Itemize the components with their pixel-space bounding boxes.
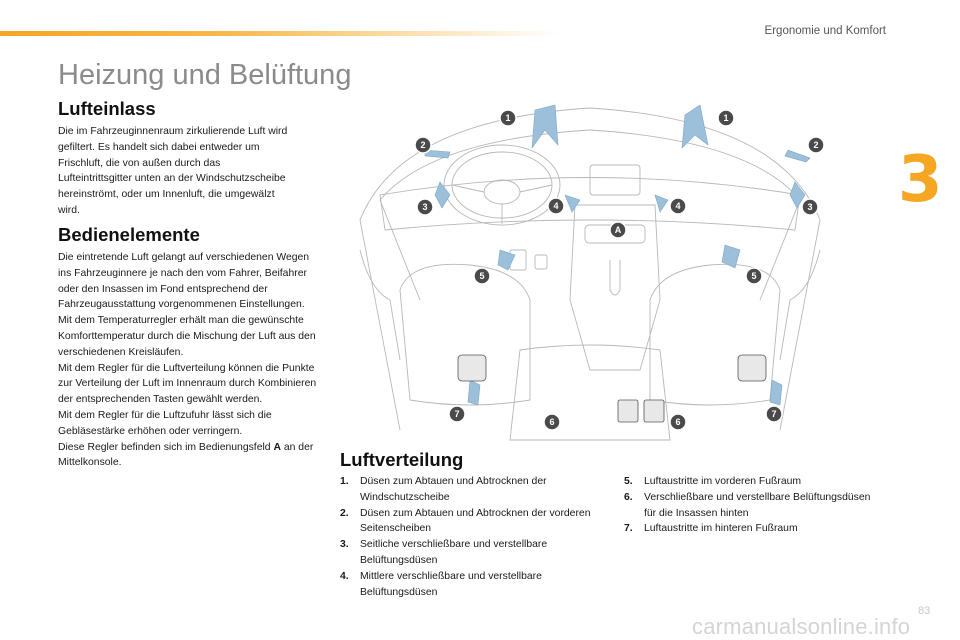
arrow-4-right <box>654 194 669 213</box>
watermark: carmanualsonline.info <box>692 614 911 639</box>
svg-text:A: A <box>615 225 622 235</box>
item-text: Seitliche verschließbare und verstellbar… <box>360 539 548 566</box>
callout-2-right: 2 <box>807 136 825 154</box>
arrow-7-left <box>467 379 481 406</box>
svg-text:1: 1 <box>723 113 728 123</box>
arrow-2-right <box>784 149 811 163</box>
callout-4-right: 4 <box>669 197 687 215</box>
item-number: 4. <box>340 570 349 582</box>
svg-text:7: 7 <box>771 409 776 419</box>
luftverteilung-list-left: 1. Düsen zum Abtauen und Abtrocknen der W… <box>340 474 602 600</box>
chapter-number: 3 <box>898 143 943 217</box>
svg-text:2: 2 <box>813 140 818 150</box>
panel-label-a: A <box>273 441 281 453</box>
heading-lufteinlass: Lufteinlass <box>58 98 156 119</box>
rear-floor-vent-left <box>457 354 487 382</box>
svg-text:5: 5 <box>479 271 484 281</box>
arrow-3-right <box>789 181 806 209</box>
callout-5-right: 5 <box>745 267 763 285</box>
luftverteilung-list-right: 5. Luftaustritte im vorderen Fußraum 6. Ve… <box>624 474 874 537</box>
item-text: Mittlere verschließbare und verstellbare… <box>360 570 542 598</box>
item-text: Düsen zum Abtauen und Abtrocknen der Win… <box>360 476 547 503</box>
p5-start: Diese Regler befinden sich im Bedienungs… <box>58 441 274 453</box>
bedienelemente-text: Die eintretende Luft gelangt auf verschi… <box>58 250 320 471</box>
callout-6-right: 6 <box>669 413 687 431</box>
air-flow-arrows <box>424 104 811 406</box>
arrow-5-right <box>721 244 741 269</box>
rear-vent-6-left <box>617 399 639 423</box>
arrow-3-left <box>434 181 451 209</box>
item-text: Luftaustritte im hinteren Fußraum <box>644 523 798 535</box>
lufteinlass-text: Die im Fahrzeuginnenraum zirkulierende L… <box>58 124 290 219</box>
cabin-outline <box>359 107 821 441</box>
page-title: Heizung und Belüftung <box>58 59 352 91</box>
arrow-5-left <box>497 249 516 271</box>
item-text: Verschließbare und verstellbare Belüftun… <box>644 491 871 519</box>
header-accent-bar <box>0 31 560 36</box>
bedienelemente-p2: Mit dem Temperaturregler erhält man die … <box>58 315 316 358</box>
item-number: 5. <box>624 476 633 487</box>
svg-text:1: 1 <box>505 113 510 123</box>
svg-text:6: 6 <box>549 417 554 427</box>
callout-3-left: 3 <box>416 198 434 216</box>
svg-text:4: 4 <box>675 201 680 211</box>
lufteinlass-paragraph: Die im Fahrzeuginnenraum zirkulierende L… <box>58 126 288 216</box>
callout-5-left: 5 <box>473 267 491 285</box>
list-item: 5. Luftaustritte im vorderen Fußraum <box>624 474 874 490</box>
list-item: 6. Verschließbare und verstellbare Belüft… <box>624 490 874 522</box>
svg-text:2: 2 <box>420 140 425 150</box>
rear-vents <box>457 354 767 423</box>
list-item: 2. Düsen zum Abtauen und Abtrocknen der v… <box>340 506 602 538</box>
callout-7-left: 7 <box>448 405 466 423</box>
item-text: Düsen zum Abtauen und Abtrocknen der vor… <box>360 507 591 535</box>
cabin-ventilation-diagram: 1 1 2 2 3 3 4 4 5 5 6 6 7 7 A <box>359 104 825 441</box>
item-number: 3. <box>340 539 349 551</box>
arrow-1-left <box>531 104 559 150</box>
arrow-1-right <box>681 104 709 149</box>
callout-7-right: 7 <box>765 405 783 423</box>
svg-text:3: 3 <box>422 202 427 212</box>
item-number: 2. <box>340 507 349 519</box>
callout-4-left: 4 <box>547 197 565 215</box>
svg-text:5: 5 <box>751 271 756 281</box>
heading-bedienelemente: Bedienelemente <box>58 224 200 245</box>
callout-1-left: 1 <box>499 109 517 127</box>
bedienelemente-p5: Diese Regler befinden sich im Bedienungs… <box>58 440 320 472</box>
bedienelemente-p3: Mit dem Regler für die Luftverteilung kö… <box>58 362 317 406</box>
arrow-2-left <box>424 149 451 159</box>
bedienelemente-p1: Die eintretende Luft gelangt auf verschi… <box>58 252 310 311</box>
arrow-4-left <box>564 194 581 213</box>
heading-luftverteilung: Luftverteilung <box>340 449 464 470</box>
callout-a: A <box>609 221 627 239</box>
arrow-7-right <box>769 379 783 406</box>
page-number: 83 <box>918 605 931 617</box>
item-number: 1. <box>340 476 349 487</box>
list-item: 1. Düsen zum Abtauen und Abtrocknen der W… <box>340 474 602 506</box>
item-number: 7. <box>624 523 633 535</box>
item-number: 6. <box>624 491 633 503</box>
list-item: 7. Luftaustritte im hinteren Fußraum <box>624 521 874 537</box>
callout-1-right: 1 <box>717 109 735 127</box>
callout-6-left: 6 <box>543 413 561 431</box>
list-item: 3. Seitliche verschließbare und verstellb… <box>340 537 602 569</box>
item-text: Luftaustritte im vorderen Fußraum <box>644 476 802 487</box>
rear-floor-vent-right <box>737 354 767 382</box>
svg-text:3: 3 <box>807 202 812 212</box>
list-item: 4. Mittlere verschließbare und verstellba… <box>340 569 602 601</box>
svg-text:4: 4 <box>553 201 558 211</box>
callout-2-left: 2 <box>414 136 432 154</box>
svg-text:6: 6 <box>675 417 680 427</box>
bedienelemente-p4: Mit dem Regler für die Luftzufuhr lässt … <box>58 409 272 437</box>
p5-end: an der Mittelkonsole. <box>58 441 314 469</box>
callout-badges: 1 1 2 2 3 3 4 4 5 5 6 6 7 7 A <box>414 109 825 431</box>
section-heading: Ergonomie und Komfort <box>764 25 886 37</box>
callout-3-right: 3 <box>801 198 819 216</box>
rear-vent-6-right <box>643 399 665 423</box>
svg-text:7: 7 <box>454 409 459 419</box>
